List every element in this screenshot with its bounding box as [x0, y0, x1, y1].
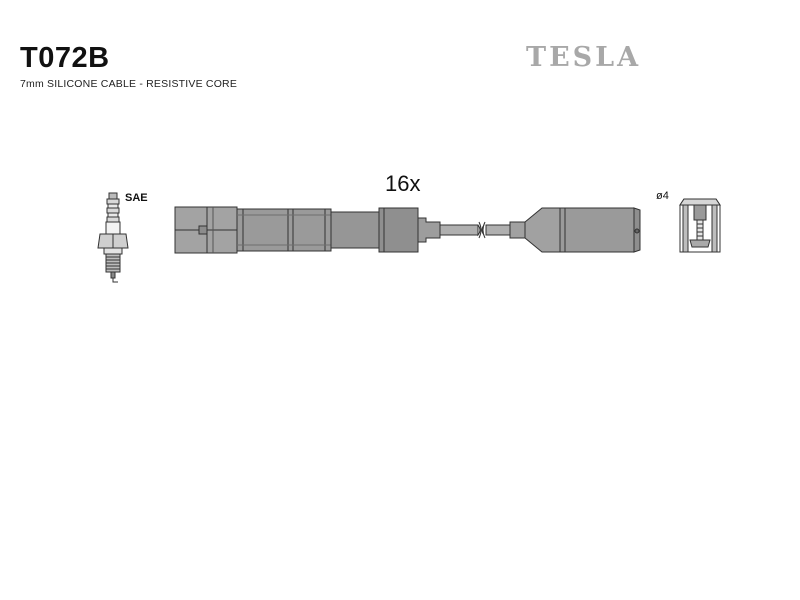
plug-boot-taper	[509, 207, 561, 253]
spark-plug-icon	[97, 192, 129, 283]
plug-boot-body	[559, 207, 635, 253]
ignition-lead	[174, 206, 641, 254]
coil-boot-neck	[417, 217, 441, 243]
product-description: 7mm SILICONE CABLE - RESISTIVE CORE	[20, 78, 238, 90]
coil-boot-middle	[330, 211, 380, 249]
brand-logo: TESLA	[526, 42, 642, 73]
cable-break-mark	[478, 221, 486, 239]
cable	[439, 224, 511, 237]
part-number: T072B	[20, 42, 110, 74]
plug-type-label: SAE	[125, 192, 148, 204]
plug-boot-vent	[634, 228, 640, 234]
terminal-cross-section-icon	[679, 198, 721, 253]
coil-boot-ribbed-section	[236, 208, 332, 252]
coil-boot-collar	[378, 207, 419, 253]
quantity-label: 16x	[385, 171, 420, 196]
terminal-diameter-label: ø4	[656, 190, 669, 202]
